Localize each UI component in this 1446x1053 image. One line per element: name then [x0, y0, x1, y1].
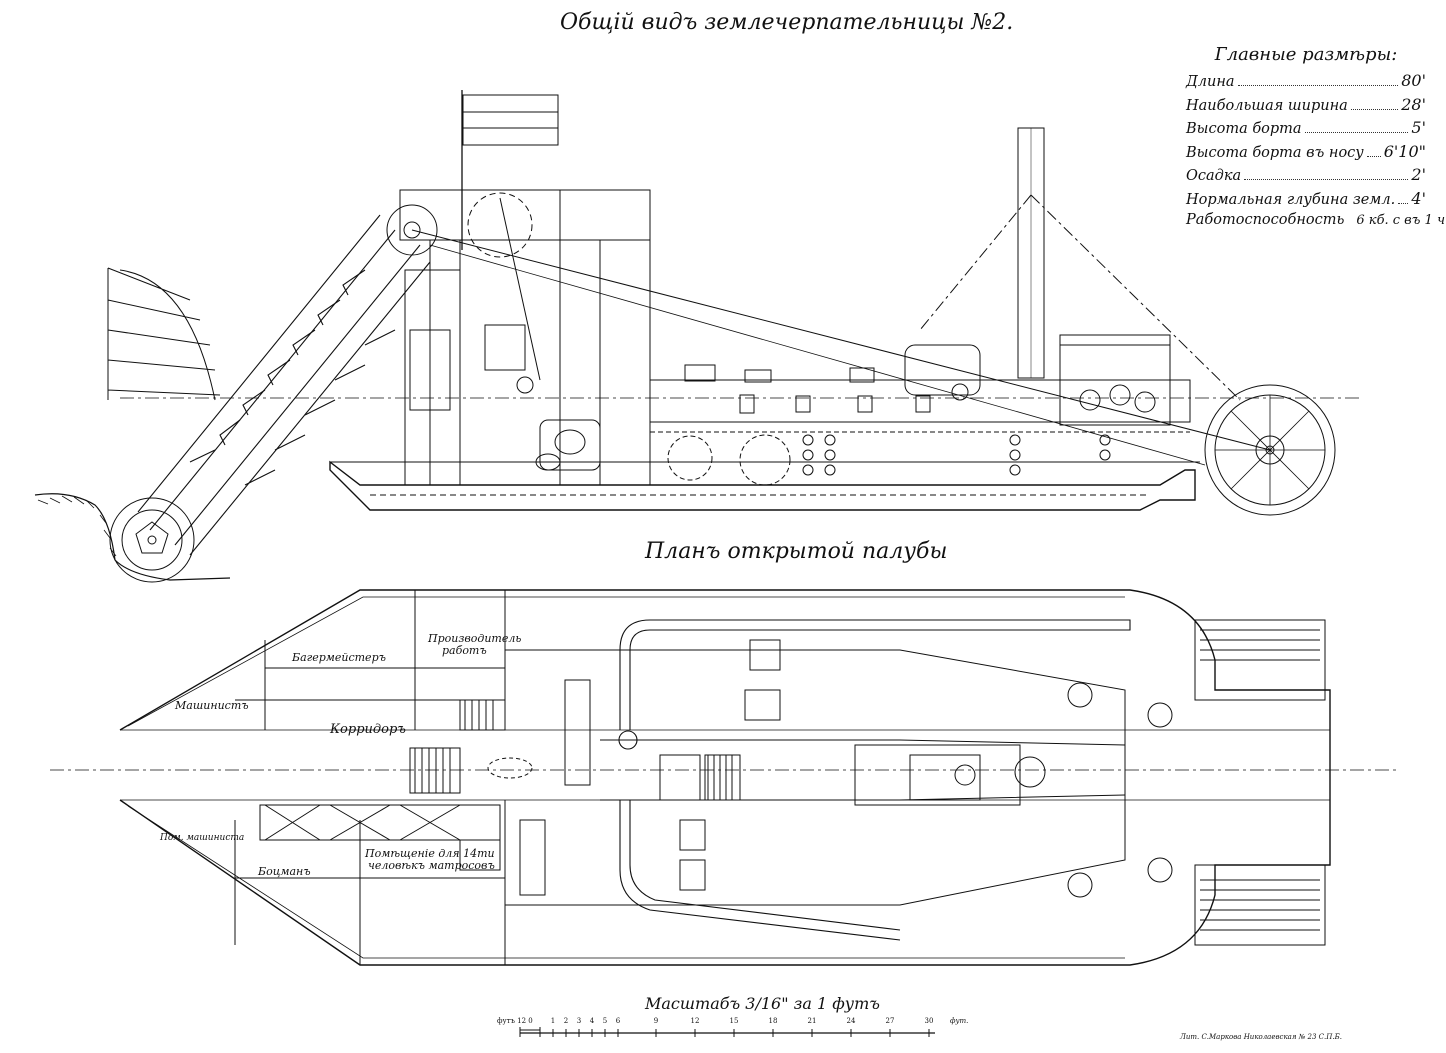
- side-elevation: [35, 90, 1360, 582]
- scale-tick-label: 9: [653, 1017, 659, 1025]
- deckhouse-windows: [685, 365, 930, 413]
- dimension-label: Наибольшая ширина: [1186, 97, 1348, 114]
- dimension-label: Работоспособность: [1186, 212, 1345, 228]
- scale-tick-label: 5: [602, 1017, 608, 1025]
- lower-rooms: [235, 800, 505, 965]
- bucket-tower: [400, 190, 650, 240]
- dimension-label: Высота борта въ носу: [1186, 144, 1364, 161]
- dimension-label: Нормальная глубина земл.: [1186, 191, 1396, 208]
- dimension-row: Высота борта въ носу 6'10": [1186, 142, 1426, 166]
- dimension-row: Наибольшая ширина 28': [1186, 95, 1426, 119]
- scale-tick-label: 12: [690, 1017, 700, 1025]
- dimension-label: Длина: [1186, 74, 1235, 90]
- aft-deck: [1195, 620, 1325, 945]
- hoisting-cable: [412, 230, 1270, 450]
- corridor-stairs: [410, 748, 532, 793]
- bucket-ladder: [138, 215, 430, 555]
- dimension-value: 2': [1411, 165, 1426, 184]
- plan-machinery: [520, 640, 1020, 895]
- main-title: Общій видъ землечерпательницы №2.: [560, 10, 1014, 35]
- dimension-row: Осадка 2': [1186, 165, 1426, 189]
- funnel: [920, 128, 1240, 400]
- scale-tick-label: 4: [589, 1017, 595, 1025]
- scale-unit-label: фут.: [950, 1017, 969, 1025]
- scale-tick-label: 1: [550, 1017, 556, 1025]
- soil-bank: [35, 494, 230, 580]
- deck-plan: [50, 590, 1400, 965]
- scale-tick-label: 3: [576, 1017, 582, 1025]
- plan-title: Планъ открытой палубы: [645, 539, 948, 564]
- dimensions-heading: Главные размѣры:: [1214, 44, 1398, 65]
- dimension-value: 4': [1411, 188, 1426, 208]
- room-boatswain-label: Боцманъ: [258, 865, 311, 878]
- dimension-value: 80': [1401, 71, 1426, 90]
- scale-tick-label: 2: [563, 1017, 569, 1025]
- room-producer-label-line1: Производитель: [428, 632, 522, 645]
- plan-hull-lower: [120, 770, 1330, 965]
- scale-tick-label: 30: [924, 1017, 934, 1025]
- dimension-value: 5': [1411, 118, 1426, 137]
- corridor-label: Корридоръ: [330, 722, 406, 737]
- deckhouse: [650, 380, 1190, 422]
- dimension-label: Высота борта: [1186, 121, 1302, 137]
- scale-caption: Масштабъ 3/16" за 1 футъ: [645, 994, 880, 1013]
- plan-hull-upper: [120, 590, 1330, 770]
- room-asst-machinist-label: Пом. машиниста: [160, 833, 245, 843]
- dimension-value: 6 кб. с въ 1 ч.: [1356, 213, 1446, 228]
- hull-outline: [330, 462, 1195, 510]
- engine: [517, 377, 790, 485]
- main-dimensions-table: Главные размѣры: Длина 80' Наибольшая шир…: [1186, 44, 1446, 236]
- room-crew-label-line2: человѣкъ матросовъ: [368, 859, 495, 872]
- trunk: [505, 650, 1172, 905]
- scale-ticks: [520, 1027, 929, 1037]
- room-producer-label-line2: работъ: [442, 644, 487, 657]
- scale-tick-label: 27: [885, 1017, 895, 1025]
- dimension-row: Нормальная глубина земл. 4': [1186, 189, 1426, 213]
- boiler: [905, 345, 980, 400]
- dimension-row: Работоспособность 6 кб. с въ 1 ч.: [1186, 212, 1446, 236]
- dimension-row: Высота борта 5': [1186, 118, 1426, 142]
- upper-rooms: [235, 590, 505, 730]
- lower-tumbler: [110, 498, 194, 582]
- dimension-value: 6'10": [1383, 141, 1426, 161]
- dimension-row: Длина 80': [1186, 71, 1426, 95]
- flag: [462, 90, 558, 250]
- scale-tick-label: 15: [729, 1017, 739, 1025]
- dimension-label: Осадка: [1186, 168, 1242, 184]
- winch-house: [1060, 335, 1170, 425]
- scale-tick-label: 24: [846, 1017, 856, 1025]
- upper-tumbler: [387, 193, 532, 257]
- portholes: [803, 435, 1110, 475]
- room-crew-label-line1: Помѣщеніе для 14ти: [365, 847, 495, 860]
- scale-tick-label: 18: [768, 1017, 778, 1025]
- room-bagermeister-label: Багермейстеръ: [292, 651, 386, 664]
- scale-tick-label: 21: [807, 1017, 817, 1025]
- scale-left-label: футъ 12 0: [497, 1017, 533, 1025]
- dimension-value: 28': [1401, 94, 1426, 114]
- spout-frame: [108, 268, 220, 400]
- scale-bar: [520, 1027, 935, 1037]
- piping: [619, 620, 1130, 940]
- room-machinist-label: Машинистъ: [175, 699, 249, 712]
- scale-tick-label: 6: [615, 1017, 621, 1025]
- printer-imprint: Лит. С.Маркова Николаевская № 23 С.П.Б.: [1180, 1033, 1342, 1041]
